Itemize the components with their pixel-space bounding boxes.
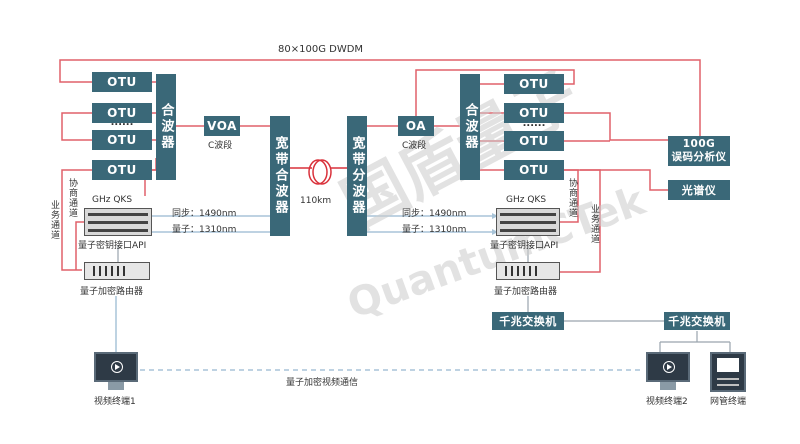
left-coord-channel-line [61, 169, 92, 271]
left-mux: 合波器 [156, 74, 176, 180]
right-router-label: 量子加密路由器 [494, 287, 558, 297]
video-terminal-2-stand [660, 382, 676, 390]
right-service-channel-label: 业务通道 [589, 204, 599, 244]
right-service-channel-line [560, 169, 601, 273]
right-otu4-spectrum-line [564, 169, 668, 191]
left-qks-device [84, 208, 152, 236]
analyzer-100g-box: 100G 误码分析仪 [668, 136, 730, 166]
left-api-label: 量子密钥接口API [78, 241, 147, 251]
video-terminal-2-label: 视频终端2 [646, 397, 688, 407]
left-otu-loop-line [61, 112, 92, 141]
left-coord-channel-label: 协商通道 [67, 178, 77, 218]
right-otu-top-loop-line [415, 69, 575, 126]
oa-box: OA [398, 116, 434, 136]
video-terminal-2-monitor [646, 352, 690, 382]
right-sync-arrow [492, 213, 498, 219]
gigabit-switch-2: 千兆交换机 [664, 312, 730, 330]
dwdm-loop-line [59, 59, 701, 134]
right-otu-analyzer-line [564, 112, 668, 141]
video-terminal-1-stand [108, 382, 124, 390]
left-otu-2: OTU [92, 103, 152, 123]
video-terminal-1-monitor [94, 352, 138, 382]
right-coord-channel-label: 协商通道 [567, 178, 577, 218]
right-otu-dots: ...... [522, 118, 546, 129]
video-link-label: 量子加密视频通信 [286, 378, 359, 388]
voa-box: VOA [204, 116, 240, 136]
right-sync-label: 同步：1490nm [402, 209, 467, 219]
left-otu-4: OTU [92, 160, 152, 180]
spectrum-analyzer-box: 光谱仪 [668, 180, 730, 200]
right-otu-4: OTU [504, 160, 564, 180]
right-qks-device [496, 208, 560, 236]
right-qks-label: GHz QKS [506, 195, 547, 205]
dwdm-title: 80×100G DWDM [278, 44, 364, 55]
video-terminal-1-label: 视频终端1 [94, 397, 136, 407]
right-otu-1: OTU [504, 74, 564, 94]
left-router-label: 量子加密路由器 [80, 287, 144, 297]
right-otu-2: OTU [504, 103, 564, 123]
right-api-label: 量子密钥接口API [490, 241, 559, 251]
right-otu-3: OTU [504, 131, 564, 151]
right-quantum-label: 量子：1310nm [402, 225, 467, 235]
mgmt-terminal-device [710, 352, 746, 392]
play-icon [111, 361, 123, 373]
gigabit-switch-1: 千兆交换机 [492, 312, 564, 330]
left-otu-1: OTU [92, 72, 152, 92]
right-coord-channel-line [556, 169, 579, 223]
left-qks-label: GHz QKS [92, 195, 133, 205]
left-router-device [84, 262, 150, 280]
mgmt-terminal-label: 网管终端 [710, 397, 747, 407]
fiber-spool-inner [312, 159, 332, 185]
broadband-mux: 宽带合波器 [270, 116, 290, 236]
voa-band-label: C波段 [208, 141, 233, 151]
fiber-spool-outer [308, 159, 328, 185]
left-otu-3: OTU [92, 130, 152, 150]
left-sync-label: 同步：1490nm [172, 209, 237, 219]
left-otu-dots: ...... [110, 117, 134, 128]
left-quantum-label: 量子：1310nm [172, 225, 237, 235]
right-quantum-arrow [492, 229, 498, 235]
play-icon [663, 361, 675, 373]
right-router-device [496, 262, 560, 280]
fiber-length-label: 110km [300, 196, 332, 206]
left-service-channel-label: 业务通道 [49, 200, 59, 240]
right-mux: 合波器 [460, 74, 480, 180]
broadband-demux: 宽带分波器 [347, 116, 367, 236]
switch2-terminals-line [659, 331, 731, 352]
oa-band-label: C波段 [402, 141, 427, 151]
